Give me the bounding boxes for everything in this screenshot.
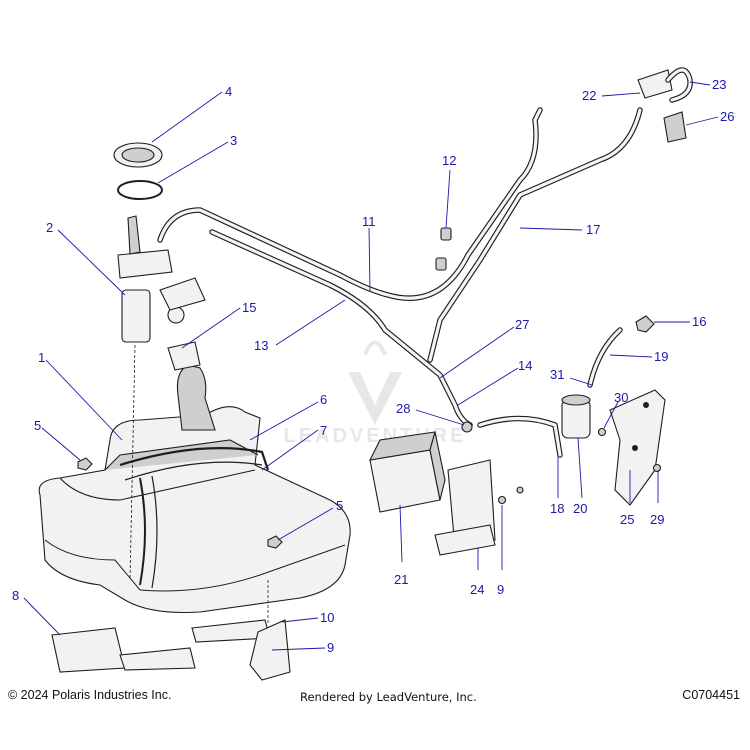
callout-12: 12 [442, 153, 456, 229]
diagram-code: C0704451 [682, 688, 740, 702]
callout-label: 3 [230, 133, 237, 148]
callout-label: 13 [254, 338, 268, 353]
callout-label: 1 [38, 350, 45, 365]
callout-25: 25 [620, 470, 634, 527]
callout-7: 7 [261, 423, 327, 471]
callout-label: 10 [320, 610, 334, 625]
callout-label: 27 [515, 317, 529, 332]
callout-16: 16 [654, 314, 706, 329]
callout-label: 20 [573, 501, 587, 516]
callout-label: 30 [614, 390, 628, 405]
callout-label: 18 [550, 501, 564, 516]
callout-13: 13 [254, 299, 346, 353]
callout-5-right: 5 [277, 498, 343, 541]
rendered-by-text: Rendered by LeadVenture, Inc. [300, 690, 477, 704]
callout-11: 11 [362, 214, 376, 293]
callout-label: 16 [692, 314, 706, 329]
callout-label: 26 [720, 109, 734, 124]
watermark: LEADVENTURE [283, 340, 466, 447]
callout-14: 14 [457, 358, 532, 406]
callout-26: 26 [685, 109, 734, 126]
callout-31: 31 [550, 367, 593, 386]
callout-19: 19 [609, 349, 668, 364]
callout-label: 9 [497, 582, 504, 597]
callout-label: 31 [550, 367, 564, 382]
callout-label: 21 [394, 572, 408, 587]
callout-label: 11 [362, 214, 376, 229]
callout-15: 15 [181, 300, 256, 349]
callout-4: 4 [151, 84, 232, 143]
callout-6: 6 [249, 392, 327, 441]
callout-28: 28 [396, 401, 465, 426]
callout-5-left: 5 [34, 418, 81, 461]
callout-label: 12 [442, 153, 456, 168]
callout-9-bottom: 9 [271, 640, 334, 655]
callout-label: 15 [242, 300, 256, 315]
callout-label: 5 [336, 498, 343, 513]
callout-label: 22 [582, 88, 596, 103]
evap-canister [369, 431, 446, 513]
callout-label: 23 [712, 77, 726, 92]
callout-30: 30 [603, 390, 628, 429]
lock-ring [113, 142, 163, 168]
callout-label: 25 [620, 512, 634, 527]
callout-20: 20 [573, 437, 587, 516]
callout-21: 21 [394, 504, 408, 587]
callout-18: 18 [550, 455, 564, 516]
fuel-tank [38, 341, 351, 613]
callout-17: 17 [519, 222, 600, 237]
callout-9-right: 9 [497, 505, 504, 597]
callout-label: 4 [225, 84, 232, 99]
callout-label: 28 [396, 401, 410, 416]
fasteners [461, 421, 662, 505]
tank-bracket [249, 580, 291, 681]
callout-24: 24 [470, 548, 484, 597]
seal-ring [117, 180, 163, 200]
valve-bracket [609, 389, 666, 506]
purge-valve [477, 394, 591, 458]
callout-label: 5 [34, 418, 41, 433]
callout-label: 6 [320, 392, 327, 407]
callout-label: 2 [46, 220, 53, 235]
callout-label: 17 [586, 222, 600, 237]
callout-8: 8 [12, 588, 61, 636]
callout-label: 24 [470, 582, 484, 597]
canister-bracket [434, 459, 496, 556]
fuel-lines [157, 67, 693, 428]
watermark-text: LEADVENTURE [283, 425, 466, 447]
callout-10: 10 [281, 610, 334, 625]
vent-hose [587, 315, 655, 388]
callout-label: 7 [320, 423, 327, 438]
callout-label: 14 [518, 358, 532, 373]
callout-label: 19 [654, 349, 668, 364]
callout-label: 29 [650, 512, 664, 527]
callout-29: 29 [650, 470, 664, 527]
callout-27: 27 [439, 317, 529, 379]
callout-23: 23 [689, 77, 726, 92]
callout-3: 3 [157, 133, 237, 184]
callout-label: 9 [327, 640, 334, 655]
callout-label: 8 [12, 588, 19, 603]
callout-2: 2 [46, 220, 126, 296]
fuel-pump [117, 215, 206, 581]
heat-shields [51, 619, 271, 673]
callout-22: 22 [582, 88, 641, 103]
callout-1: 1 [38, 350, 123, 441]
copyright-text: © 2024 Polaris Industries Inc. [8, 688, 172, 702]
